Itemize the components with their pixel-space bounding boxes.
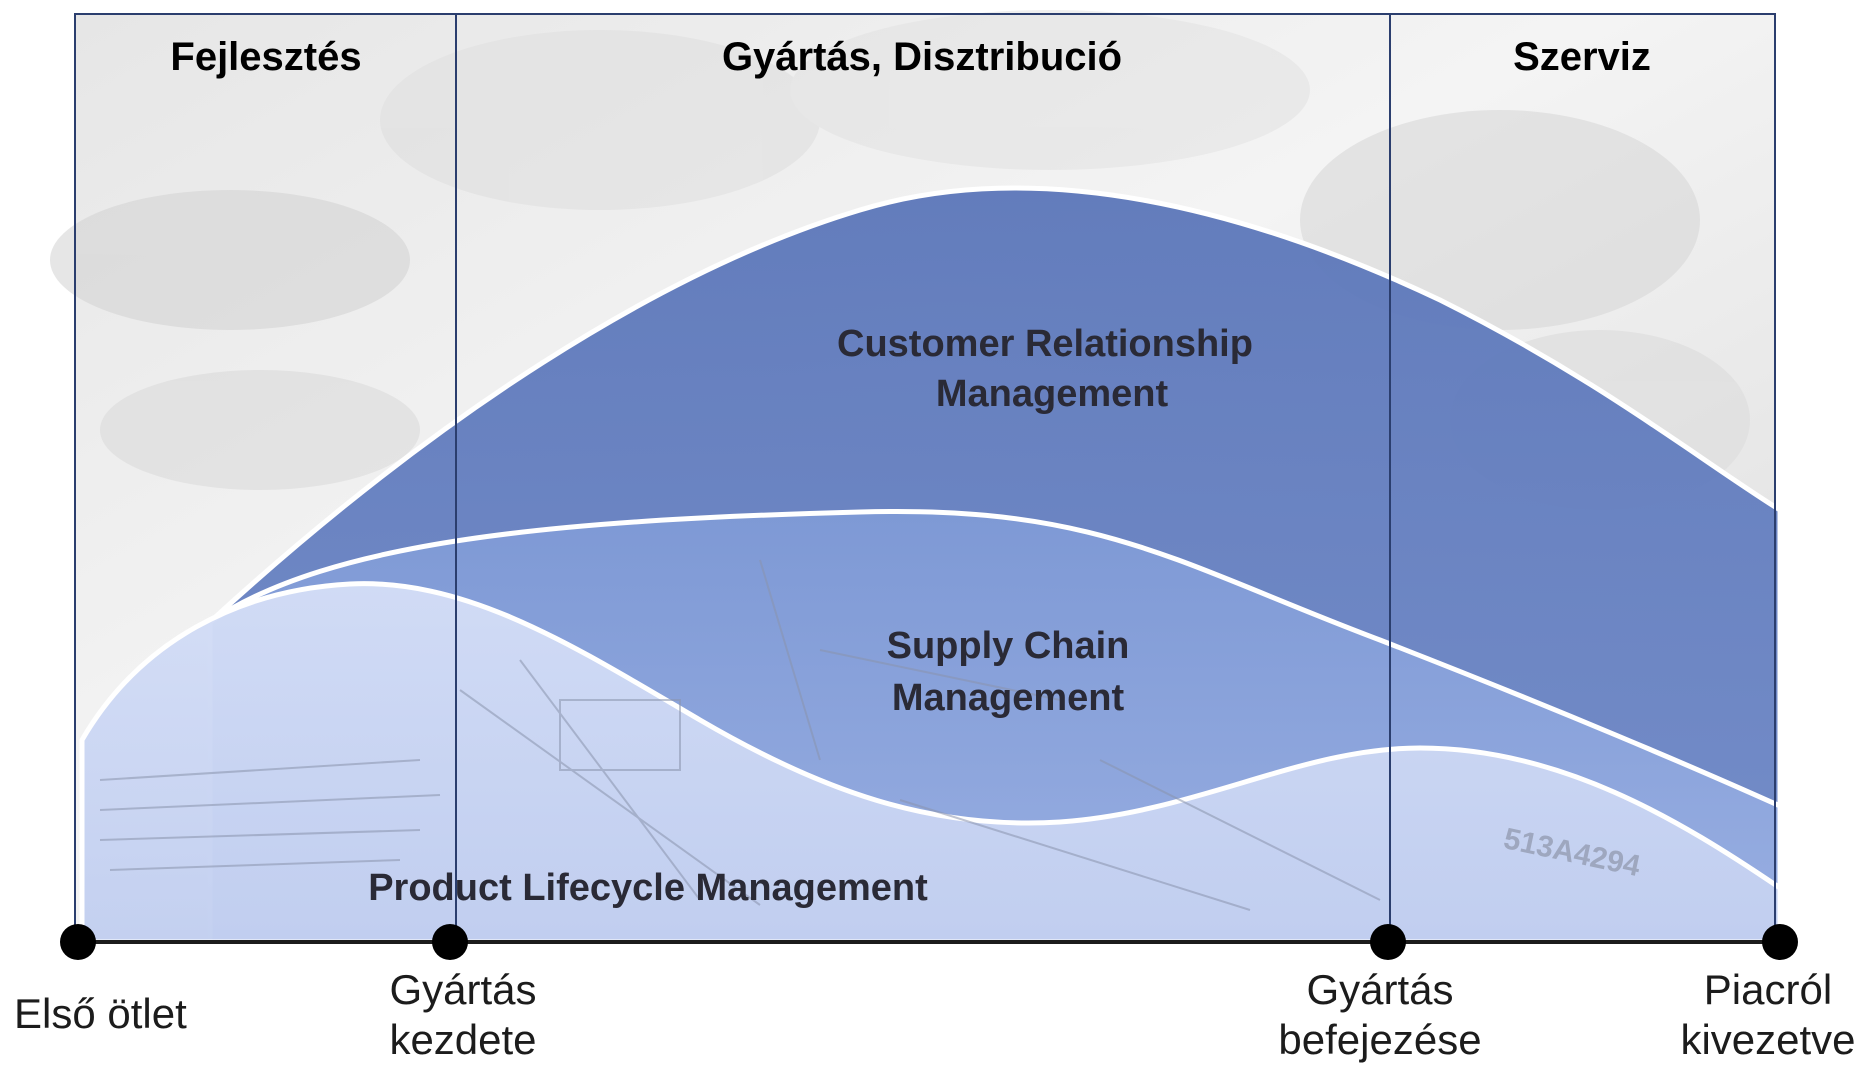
milestone-production-start-dot [432,924,468,960]
milestone-market-exit-label-line2: kivezetve [1680,1016,1855,1063]
milestone-first-idea-dot [60,924,96,960]
milestone-market-exit-dot [1762,924,1798,960]
phase-development-label: Fejlesztés [170,35,361,79]
scm-label-line1: Supply Chain [887,625,1130,667]
plm-area [79,581,1783,945]
crm-label-line1: Customer Relationship [837,323,1253,365]
milestone-production-start-label-line2: kezdete [389,1016,536,1063]
milestone-production-end-label-line1: Gyártás [1306,966,1453,1013]
milestone-production-start-label-line1: Gyártás [389,966,536,1013]
milestone-market-exit-label-line1: Piacról [1704,966,1832,1013]
scm-label-line2: Management [892,677,1125,719]
phase-production-label: Gyártás, Disztribució [722,35,1122,79]
milestone-production-end-label-line2: befejezése [1278,1016,1481,1063]
crm-label-line2: Management [936,373,1169,415]
plm-label: Product Lifecycle Management [368,867,928,909]
milestone-production-end-dot [1370,924,1406,960]
milestone-first-idea-label: Első ötlet [14,990,187,1037]
blueprint-lines [99,559,1381,911]
phase-service-label: Szerviz [1513,35,1651,79]
